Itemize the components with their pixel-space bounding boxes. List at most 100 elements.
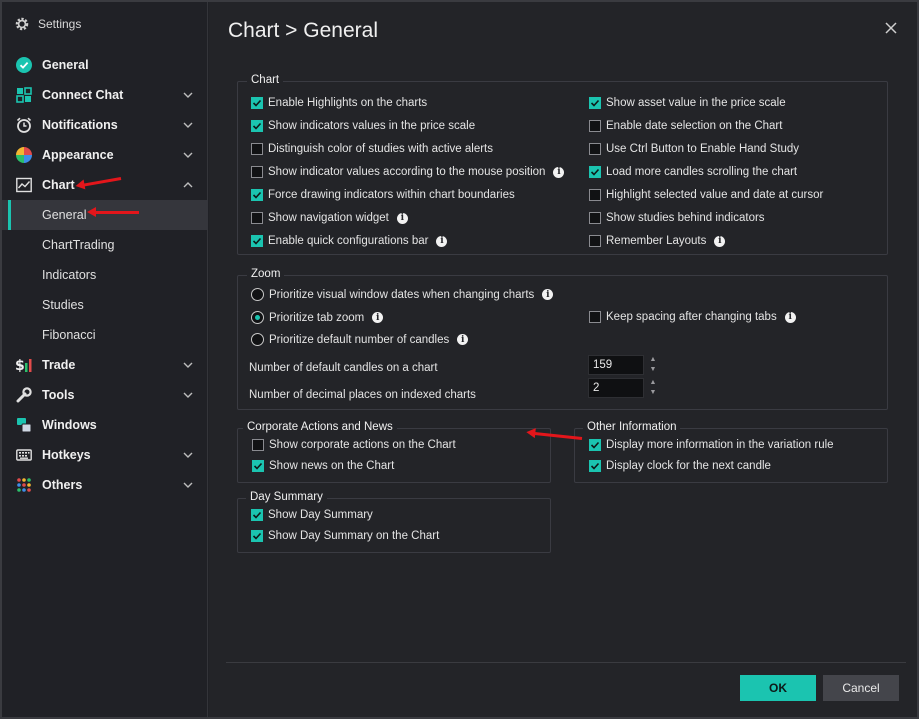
option-ctrl-hand-study[interactable]: Use Ctrl Button to Enable Hand Study [589, 143, 799, 155]
info-icon[interactable]: i [553, 166, 565, 178]
checkbox[interactable] [589, 460, 601, 472]
info-icon[interactable]: i [457, 334, 469, 345]
radio-button[interactable] [251, 288, 264, 301]
spin-down-icon[interactable]: ▼ [649, 389, 657, 396]
sidebar-subitem-charttrading[interactable]: ChartTrading [2, 230, 208, 260]
option-show-day-summary[interactable]: Show Day Summary [251, 509, 373, 521]
checkbox[interactable] [251, 212, 263, 224]
chevron-down-icon[interactable] [182, 149, 194, 161]
checkbox[interactable] [589, 97, 601, 109]
checkbox[interactable] [589, 143, 601, 155]
sidebar-item-trade[interactable]: $ Trade [2, 350, 208, 380]
spin-up-icon[interactable]: ▲ [649, 356, 657, 363]
decimal-places-label: Number of decimal places on indexed char… [249, 389, 476, 401]
sidebar-item-windows[interactable]: Windows [2, 410, 208, 440]
option-highlight-selected-value[interactable]: Highlight selected value and date at cur… [589, 189, 823, 201]
option-load-more-candles[interactable]: Load more candles scrolling the chart [589, 166, 797, 178]
sidebar-subitem-general[interactable]: General [2, 200, 208, 230]
sidebar-item-connect-chat[interactable]: Connect Chat [2, 80, 208, 110]
option-show-news[interactable]: Show news on the Chart [252, 460, 394, 472]
chevron-down-icon[interactable] [182, 359, 194, 371]
checkbox[interactable] [251, 166, 263, 178]
checkbox[interactable] [589, 439, 601, 451]
sidebar-item-chart[interactable]: Chart [2, 170, 208, 200]
option-enable-highlights[interactable]: Enable Highlights on the charts [251, 97, 427, 109]
default-candles-spinner[interactable]: ▲▼ [647, 355, 659, 375]
option-asset-value-price-scale[interactable]: Show asset value in the price scale [589, 97, 786, 109]
checkbox[interactable] [252, 439, 264, 451]
option-day-summary-on-chart[interactable]: Show Day Summary on the Chart [251, 530, 439, 542]
checkbox[interactable] [589, 311, 601, 323]
option-corporate-actions[interactable]: Show corporate actions on the Chart [252, 439, 456, 451]
checkbox[interactable] [251, 509, 263, 521]
option-distinguish-color[interactable]: Distinguish color of studies with active… [251, 143, 493, 155]
checkbox[interactable] [589, 166, 601, 178]
default-candles-input[interactable]: 159 [588, 355, 644, 375]
checkbox[interactable] [251, 120, 263, 132]
sidebar-item-notifications[interactable]: Notifications [2, 110, 208, 140]
chevron-down-icon[interactable] [182, 479, 194, 491]
sidebar-subitem-fibonacci[interactable]: Fibonacci [2, 320, 208, 350]
checkbox[interactable] [589, 235, 601, 247]
chart-icon [14, 175, 34, 195]
decimal-places-input[interactable]: 2 [588, 378, 644, 398]
sidebar-subitem-label: ChartTrading [42, 238, 115, 252]
option-show-indicator-values-price-scale[interactable]: Show indicators values in the price scal… [251, 120, 475, 132]
chevron-down-icon[interactable] [182, 449, 194, 461]
info-icon[interactable]: i [784, 311, 796, 323]
sidebar-subitem-indicators[interactable]: Indicators [2, 260, 208, 290]
sidebar-item-tools[interactable]: Tools [2, 380, 208, 410]
sidebar-item-hotkeys[interactable]: Hotkeys [2, 440, 208, 470]
ok-button[interactable]: OK [740, 675, 816, 701]
chevron-up-icon[interactable] [182, 179, 194, 191]
option-date-selection[interactable]: Enable date selection on the Chart [589, 120, 782, 132]
checkbox[interactable] [589, 189, 601, 201]
option-indicator-values-mouse[interactable]: Show indicator values according to the m… [251, 166, 565, 178]
chevron-down-icon[interactable] [182, 89, 194, 101]
spin-down-icon[interactable]: ▼ [649, 366, 657, 373]
cancel-button[interactable]: Cancel [823, 675, 899, 701]
option-variation-rule-info[interactable]: Display more information in the variatio… [589, 439, 834, 451]
spin-up-icon[interactable]: ▲ [649, 379, 657, 386]
option-studies-behind-indicators[interactable]: Show studies behind indicators [589, 212, 765, 224]
trade-icon: $ [14, 355, 34, 375]
decimal-places-spinner[interactable]: ▲▼ [647, 378, 659, 398]
sidebar-item-label: General [42, 58, 89, 72]
option-next-candle-clock[interactable]: Display clock for the next candle [589, 460, 771, 472]
chevron-down-icon[interactable] [182, 119, 194, 131]
info-icon[interactable]: i [372, 312, 384, 323]
checkbox[interactable] [251, 189, 263, 201]
sidebar-item-appearance[interactable]: Appearance [2, 140, 208, 170]
sidebar-subitem-studies[interactable]: Studies [2, 290, 208, 320]
sidebar-item-others[interactable]: Others [2, 470, 208, 500]
checkbox[interactable] [251, 530, 263, 542]
checkbox[interactable] [251, 97, 263, 109]
checkbox[interactable] [589, 120, 601, 132]
checkbox[interactable] [589, 212, 601, 224]
radio-visual-window-dates[interactable]: Prioritize visual window dates when chan… [251, 288, 554, 301]
radio-button[interactable] [251, 311, 264, 324]
sidebar-item-general[interactable]: General [2, 50, 208, 80]
day-summary-group [237, 498, 551, 553]
close-icon[interactable] [883, 20, 899, 36]
info-icon[interactable]: i [542, 289, 554, 300]
checkbox[interactable] [251, 235, 263, 247]
info-icon[interactable]: i [714, 235, 726, 247]
info-icon[interactable]: i [396, 212, 408, 224]
checkbox[interactable] [252, 460, 264, 472]
checkbox[interactable] [251, 143, 263, 155]
sidebar-item-label: Notifications [42, 118, 118, 132]
settings-content: Chart > General Chart Enable Highlights … [209, 2, 917, 717]
option-label: Use Ctrl Button to Enable Hand Study [606, 143, 800, 155]
sidebar-header-label: Settings [38, 17, 82, 31]
radio-button[interactable] [251, 333, 264, 346]
chevron-down-icon[interactable] [182, 389, 194, 401]
option-force-drawing-indicators[interactable]: Force drawing indicators within chart bo… [251, 189, 515, 201]
info-icon[interactable]: i [436, 235, 448, 247]
